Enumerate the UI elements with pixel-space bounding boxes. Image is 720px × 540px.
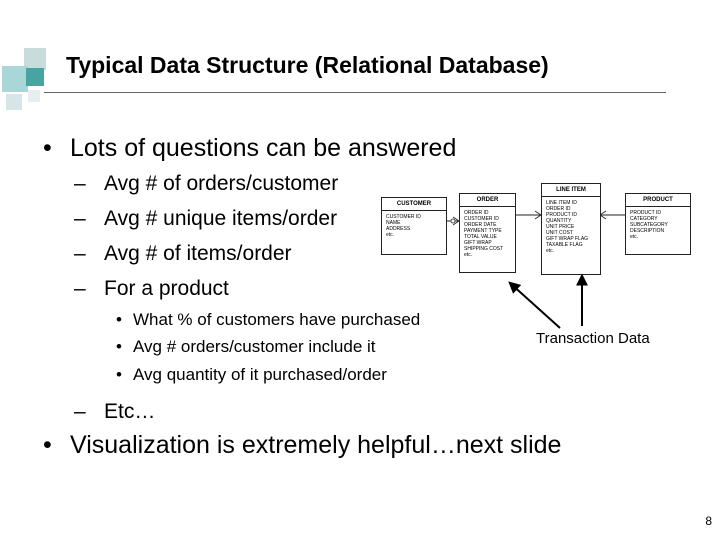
sub-item-text: Avg # unique items/order xyxy=(104,207,338,230)
sub-item-text: Avg # of orders/customer xyxy=(104,172,339,195)
entity-field: PRODUCT ID xyxy=(546,212,578,218)
second-bullet: • Visualization is extremely helpful…next… xyxy=(43,431,561,460)
entity-field: UNIT PRICE xyxy=(546,224,575,230)
dash-glyph: – xyxy=(74,277,86,300)
entity-field: CUSTOMER ID xyxy=(464,216,499,222)
dash-glyph: – xyxy=(74,400,86,423)
entity-divider xyxy=(460,206,515,207)
product-item: • What % of customers have purchased xyxy=(116,310,420,330)
entity-divider xyxy=(542,196,600,197)
entity-field: CATEGORY xyxy=(630,216,658,222)
entity-name: ORDER xyxy=(476,197,499,203)
entity-field: LINE ITEM ID xyxy=(546,200,577,206)
entity-line-item: LINE ITEM LINE ITEM ID ORDER ID PRODUCT … xyxy=(541,183,601,275)
entity-name: PRODUCT xyxy=(643,197,673,203)
sub-item-text: Avg # of items/order xyxy=(104,242,292,265)
entity-fields: CUSTOMER ID NAME ADDRESS etc. xyxy=(386,214,421,238)
entity-field: ORDER DATE xyxy=(464,222,497,228)
corner-decoration xyxy=(2,48,46,110)
entity-field: ORDER ID xyxy=(464,210,489,216)
entity-field: etc. xyxy=(386,232,395,238)
entity-field: ORDER ID xyxy=(546,206,571,212)
product-item-text: Avg # orders/customer include it xyxy=(133,337,376,356)
product-item: • Avg # orders/customer include it xyxy=(116,337,376,357)
etc-item: –Etc… xyxy=(74,400,155,424)
sub-item-text: For a product xyxy=(104,277,229,300)
dash-glyph: – xyxy=(74,207,86,230)
entity-field: TOTAL VALUE xyxy=(464,234,497,240)
entity-fields: LINE ITEM ID ORDER ID PRODUCT ID QUANTIT… xyxy=(546,200,588,254)
relationship-lines xyxy=(446,210,625,226)
bullet-glyph: • xyxy=(116,337,122,356)
entity-field: TAXABLE FLAG xyxy=(546,242,583,248)
sub-item: –For a product xyxy=(74,277,229,301)
product-item: • Avg quantity of it purchased/order xyxy=(116,365,387,385)
title-divider xyxy=(44,92,666,93)
entity-field: NAME xyxy=(386,220,401,226)
dash-glyph: – xyxy=(74,172,86,195)
bullet-glyph: • xyxy=(116,310,122,329)
product-item-text: Avg quantity of it purchased/order xyxy=(133,365,387,384)
entity-divider xyxy=(626,206,690,207)
main-bullet: • Lots of questions can be answered xyxy=(43,134,456,163)
entity-field: etc. xyxy=(464,252,473,258)
bullet-glyph: • xyxy=(43,431,52,459)
transaction-data-label: Transaction Data xyxy=(536,330,650,347)
entity-order: ORDER ORDER ID CUSTOMER ID ORDER DATE PA… xyxy=(459,193,516,273)
product-item-text: What % of customers have purchased xyxy=(133,310,421,329)
entity-divider xyxy=(382,210,446,211)
entity-field: SHIPPING COST xyxy=(464,246,504,252)
entity-field: UNIT COST xyxy=(546,230,573,236)
slide-title: Typical Data Structure (Relational Datab… xyxy=(66,52,549,78)
entity-field: GIFT WRAP xyxy=(464,240,492,246)
sub-item: –Avg # of items/order xyxy=(74,242,292,266)
etc-text: Etc… xyxy=(104,400,156,423)
main-bullet-text: Lots of questions can be answered xyxy=(70,134,457,162)
entity-name: LINE ITEM xyxy=(556,187,586,193)
entity-fields: ORDER ID CUSTOMER ID ORDER DATE PAYMENT … xyxy=(464,210,503,258)
entity-field: GIFT WRAP FLAG xyxy=(546,236,589,242)
second-bullet-text: Visualization is extremely helpful…next … xyxy=(70,431,562,459)
entity-customer: CUSTOMER CUSTOMER ID NAME ADDRESS etc. xyxy=(381,197,447,255)
entity-product: PRODUCT PRODUCT ID CATEGORY SUBCATEGORY … xyxy=(625,193,691,255)
entity-fields: PRODUCT ID CATEGORY SUBCATEGORY DESCRIPT… xyxy=(630,210,668,240)
entity-field: etc. xyxy=(546,248,555,254)
bullet-glyph: • xyxy=(116,365,122,384)
entity-field: QUANTITY xyxy=(546,218,572,224)
entity-field: SUBCATEGORY xyxy=(630,222,668,228)
slide-number: 8 xyxy=(705,514,712,528)
entity-field: etc. xyxy=(630,234,639,240)
entity-name: CUSTOMER xyxy=(396,201,432,207)
entity-field: CUSTOMER ID xyxy=(386,214,421,220)
entity-field: ADDRESS xyxy=(386,226,411,232)
entity-field: PRODUCT ID xyxy=(630,210,662,216)
sub-item: –Avg # of orders/customer xyxy=(74,172,338,196)
entity-field: DESCRIPTION xyxy=(630,228,665,234)
er-diagram: CUSTOMER CUSTOMER ID NAME ADDRESS etc. O… xyxy=(373,175,703,290)
bullet-glyph: • xyxy=(43,134,52,162)
dash-glyph: – xyxy=(74,242,86,265)
entity-field: PAYMENT TYPE xyxy=(464,228,502,234)
sub-item: –Avg # unique items/order xyxy=(74,207,337,231)
